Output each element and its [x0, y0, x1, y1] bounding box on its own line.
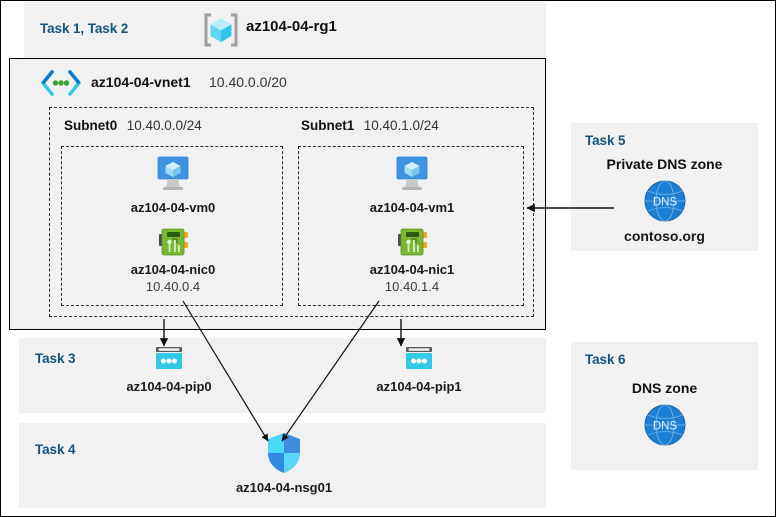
subnet1-heading: Subnet1 10.40.1.0/24	[301, 117, 439, 135]
network-security-group-icon	[264, 431, 304, 475]
nic0-label: az104-04-nic0	[130, 262, 216, 277]
node-nic1[interactable]: az104-04-nic1 10.40.1.4	[299, 226, 525, 294]
node-dns-zone[interactable]: DNS	[571, 402, 758, 448]
virtual-machine-icon	[150, 155, 196, 195]
task-label-1-2: Task 1, Task 2	[40, 21, 129, 36]
public-ip-address-icon	[152, 344, 186, 374]
vnet-cidr: 10.40.0.0/20	[209, 74, 287, 90]
subnets-container: Subnet0 10.40.0.0/24	[49, 107, 534, 317]
subnet0-heading: Subnet0 10.40.0.0/24	[64, 117, 202, 135]
node-private-dns-zone[interactable]: DNS contoso.org	[571, 178, 758, 244]
node-nsg[interactable]: az104-04-nsg01	[234, 431, 334, 495]
task-label-5: Task 5	[585, 133, 626, 148]
subnet1-box: az104-04-vm1	[298, 146, 524, 306]
node-vm1[interactable]: az104-04-vm1	[299, 155, 525, 215]
pip0-label: az104-04-pip0	[126, 379, 212, 394]
node-pip1[interactable]: az104-04-pip1	[374, 344, 464, 394]
virtual-network-box: az104-04-vnet1 10.40.0.0/20 Subnet0 10.4…	[9, 58, 546, 330]
task4-panel: Task 4 az104-04-nsg	[19, 423, 546, 508]
virtual-network-icon	[40, 69, 82, 97]
dns-zone-heading: DNS zone	[631, 380, 698, 396]
vm1-label: az104-04-vm1	[369, 200, 455, 215]
dns-zone-icon: DNS	[642, 402, 688, 448]
node-pip0[interactable]: az104-04-pip0	[124, 344, 214, 394]
dns-icon-text: DNS	[652, 421, 677, 433]
subnet0-box: az104-04-vm0	[61, 146, 283, 306]
pip1-label: az104-04-pip1	[376, 379, 462, 394]
task3-panel: Task 3 az104-04-pip0	[19, 338, 546, 413]
vnet-name: az104-04-vnet1	[91, 74, 191, 90]
network-interface-icon	[394, 226, 430, 258]
task-label-4: Task 4	[35, 442, 76, 457]
subnet0-cidr: 10.40.0.0/24	[126, 118, 202, 133]
public-ip-address-icon	[402, 344, 436, 374]
resource-group-header-band: Task 1, Task 2 az104-04-rg1	[24, 2, 546, 58]
subnet1-cidr: 10.40.1.0/24	[363, 118, 439, 133]
virtual-machine-icon	[389, 155, 435, 195]
task6-panel: Task 6 DNS zone DNS	[571, 342, 758, 470]
network-interface-icon	[155, 226, 191, 258]
vm0-label: az104-04-vm0	[130, 200, 216, 215]
subnet1-name: Subnet1	[301, 118, 355, 133]
node-vm0[interactable]: az104-04-vm0	[62, 155, 284, 215]
dns-zone-icon: DNS	[642, 178, 688, 224]
dns-icon-text: DNS	[652, 197, 677, 209]
private-dns-zone-name: contoso.org	[624, 228, 705, 244]
private-dns-zone-heading: Private DNS zone	[606, 156, 723, 172]
resource-group-icon	[202, 11, 240, 49]
task-label-6: Task 6	[585, 352, 626, 367]
nic1-ip: 10.40.1.4	[384, 279, 440, 294]
task-label-3: Task 3	[35, 351, 76, 366]
nsg-label: az104-04-nsg01	[235, 480, 333, 495]
node-nic0[interactable]: az104-04-nic0 10.40.0.4	[62, 226, 284, 294]
nic1-label: az104-04-nic1	[369, 262, 455, 277]
resource-group-name: az104-04-rg1	[246, 18, 337, 35]
task5-panel: Task 5 Private DNS zone DNS contoso.org	[571, 123, 758, 251]
subnet0-name: Subnet0	[64, 118, 118, 133]
nic0-ip: 10.40.0.4	[145, 279, 201, 294]
